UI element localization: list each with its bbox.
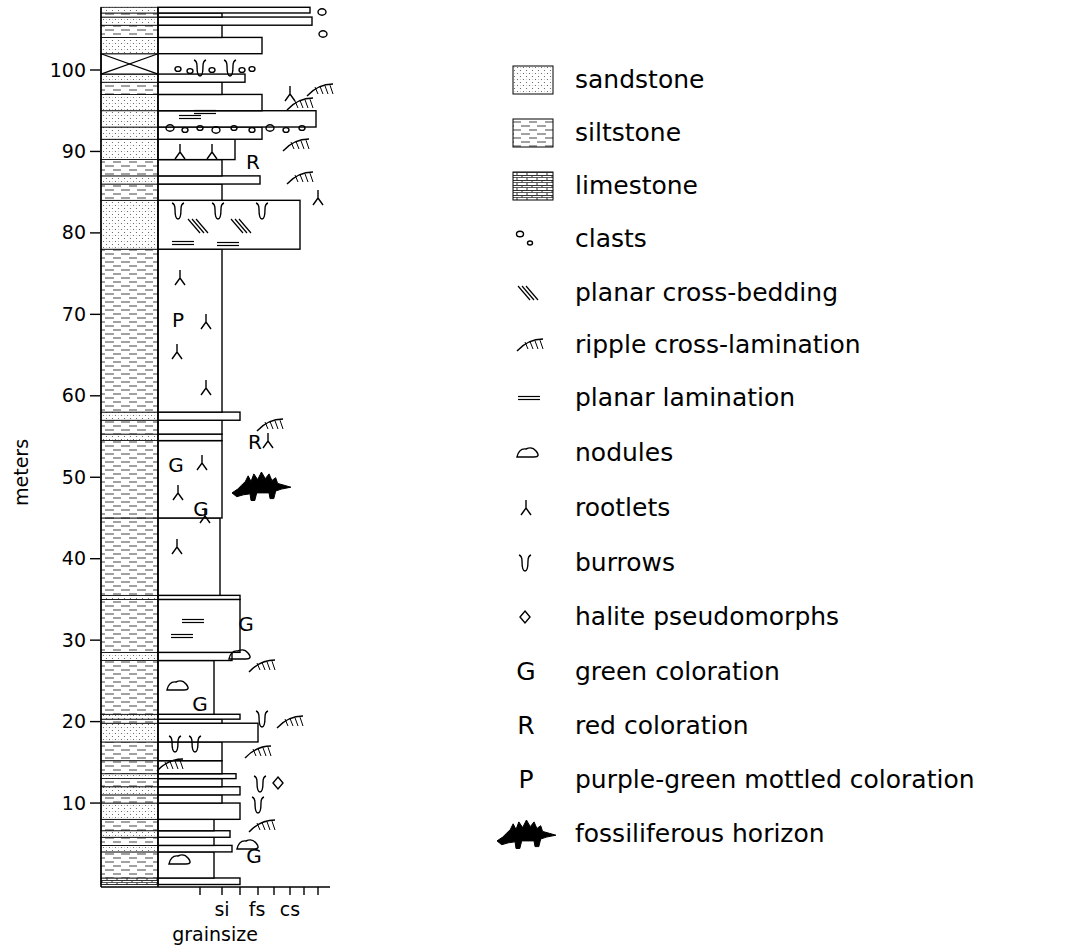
axis-tick-label: 90	[62, 141, 86, 162]
legend-label: burrows	[575, 549, 675, 577]
axis-tick-label: 60	[62, 385, 86, 406]
grainsize-class: si	[214, 899, 229, 920]
legend-label: fossiliferous horizon	[575, 820, 825, 848]
color-code: R	[248, 431, 262, 453]
axis-tick-label: 20	[62, 711, 86, 732]
legend-code: G	[516, 658, 535, 686]
color-code: G	[238, 613, 254, 635]
legend-label: purple-green mottled coloration	[575, 766, 975, 794]
color-code: G	[246, 845, 262, 867]
color-code: G	[192, 693, 208, 715]
color-code: G	[193, 498, 209, 520]
legend-label: planar cross-bedding	[575, 279, 838, 307]
legend-label: sandstone	[575, 66, 704, 94]
legend-label: red coloration	[575, 712, 749, 740]
axis-tick-label: 50	[62, 467, 86, 488]
legend-code: R	[517, 712, 534, 740]
axis-title: meters	[12, 438, 33, 505]
legend-label: green coloration	[575, 658, 780, 686]
legend-label: siltstone	[575, 119, 681, 147]
axis-tick-label: 40	[62, 548, 86, 569]
color-code: R	[246, 151, 260, 173]
axis-title: grainsize	[172, 924, 258, 945]
color-code: G	[168, 454, 184, 476]
axis-tick-label: 70	[62, 304, 86, 325]
legend-label: clasts	[575, 225, 647, 253]
color-code: P	[172, 309, 184, 331]
axis-tick-label: 10	[62, 793, 86, 814]
legend-label: halite pseudomorphs	[575, 603, 839, 631]
legend-label: limestone	[575, 172, 698, 200]
grainsize-class: fs	[249, 899, 266, 920]
legend-code: P	[518, 766, 533, 794]
legend-label: ripple cross-lamination	[575, 331, 861, 359]
axis-tick-label: 100	[50, 60, 86, 81]
axis-tick-label: 30	[62, 630, 86, 651]
legend-label: rootlets	[575, 494, 670, 522]
legend-label: planar lamination	[575, 384, 795, 412]
grainsize-class: cs	[280, 899, 300, 920]
axis-tick-label: 80	[62, 222, 86, 243]
legend-label: nodules	[575, 439, 673, 467]
